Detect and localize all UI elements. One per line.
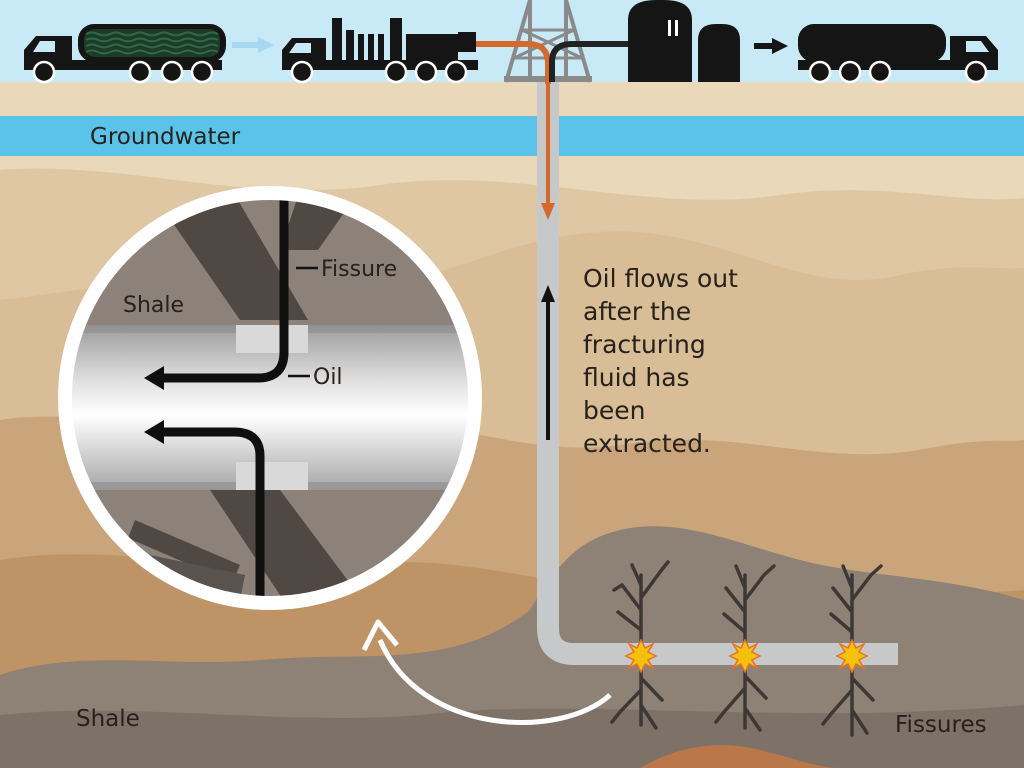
storage-tank-large: [628, 0, 692, 82]
tanker-wheel-2: [128, 60, 152, 84]
inset-fissure-4: [128, 520, 240, 583]
pump-truck-wheel-1: [290, 60, 314, 84]
oil-tanker-truck: [798, 24, 998, 84]
inset-perforation-bottom: [236, 462, 308, 490]
shale-lower: [0, 705, 1024, 768]
tanker-chassis: [24, 60, 222, 70]
oil-outlet-pipe: [549, 41, 632, 82]
fissures-label: Fissures: [895, 712, 987, 738]
storage-tank-marker-1: [668, 20, 671, 36]
pump-unit-4: [368, 34, 374, 62]
pump-truck-wheel-4: [444, 60, 468, 84]
pump-truck: [282, 18, 478, 84]
inset-oil-flow-bottom: [164, 427, 265, 603]
storage-tank-small: [698, 24, 740, 82]
tanker-wheel-1: [32, 60, 56, 84]
fracture-cluster-1: [610, 560, 670, 730]
tanker-wheel-3: [160, 60, 184, 84]
oil-tanker-chassis: [798, 60, 998, 70]
well-pipe: [537, 82, 898, 665]
fracture-spark-2: [728, 638, 762, 674]
inset-shale-label: Shale: [123, 293, 184, 318]
inset-oil-flow-top: [164, 193, 289, 383]
inset-fissure-label: Fissure: [321, 257, 397, 282]
fracture-cluster-2: [714, 564, 776, 732]
zoom-arrowhead: [361, 619, 399, 652]
oil-tanker-window: [966, 41, 989, 52]
tanker-window: [33, 41, 55, 52]
inset-oil-arrowhead-top: [144, 366, 164, 390]
inset-oil-label: Oil: [313, 365, 343, 390]
fluid-down-arrowhead: [541, 203, 555, 220]
tanker-wheel-4: [190, 60, 214, 84]
caption-line-4: fluid has: [583, 363, 690, 392]
fracture-spark-1: [624, 638, 658, 674]
fracture-cluster-3: [821, 564, 883, 737]
caption-line-5: been: [583, 396, 645, 425]
pump-truck-wheel-2: [384, 60, 408, 84]
caption-line-6: extracted.: [583, 429, 711, 458]
magnified-inset: Fissure Oil Shale: [58, 186, 482, 610]
fluid-inlet-pipe: [476, 41, 551, 84]
oil-export-arrowhead: [772, 38, 788, 54]
shale-label: Shale: [76, 706, 140, 732]
oil-tanker-tank: [798, 24, 946, 62]
oil-tanker-wheel-1: [808, 60, 832, 84]
pump-truck-wheel-3: [414, 60, 438, 84]
shale-formation: [0, 526, 1024, 768]
inset-perforation-top: [236, 325, 308, 353]
oil-flow-caption: Oil flows out after the fracturing fluid…: [583, 264, 746, 458]
pump-unit-5: [378, 34, 384, 62]
inset-fissure-5: [145, 555, 245, 600]
pump-truck-chassis: [282, 60, 478, 70]
rock-pocket: [640, 745, 840, 768]
inset-frame: [58, 186, 482, 610]
fracture-cracks: [610, 560, 883, 737]
oil-tanker-wheel-4: [964, 60, 988, 84]
tanker-water-waves: [85, 31, 219, 55]
storage-tanks: [628, 0, 740, 82]
groundwater-layer: [0, 116, 1024, 156]
pump-outlet: [458, 32, 476, 52]
inset-oil-arrowhead-bottom: [144, 420, 164, 444]
inset-fissure-3: [210, 490, 370, 603]
water-flow-arrowhead: [258, 37, 274, 53]
oil-tanker-wheel-2: [838, 60, 862, 84]
pump-truck-window: [289, 43, 311, 53]
oil-up-arrowhead: [541, 285, 555, 302]
caption-line-3: fracturing: [583, 330, 706, 359]
pump-engine: [406, 34, 458, 62]
inset-fissure-1: [150, 193, 308, 320]
oil-tanker-wheel-3: [868, 60, 892, 84]
zoom-arrow: [377, 639, 612, 725]
pump-unit-1: [332, 18, 342, 62]
pump-unit-6: [390, 18, 402, 62]
pump-unit-3: [358, 34, 364, 62]
fracture-spark-3: [835, 638, 869, 674]
caption-line-2: after the: [583, 297, 691, 326]
water-tanker-truck: [24, 24, 226, 84]
groundwater-label: Groundwater: [90, 124, 241, 150]
caption-line-1: Oil flows out: [583, 264, 738, 293]
surface-equipment: [24, 0, 998, 84]
pump-unit-2: [346, 30, 354, 62]
storage-tank-marker-2: [675, 20, 678, 36]
